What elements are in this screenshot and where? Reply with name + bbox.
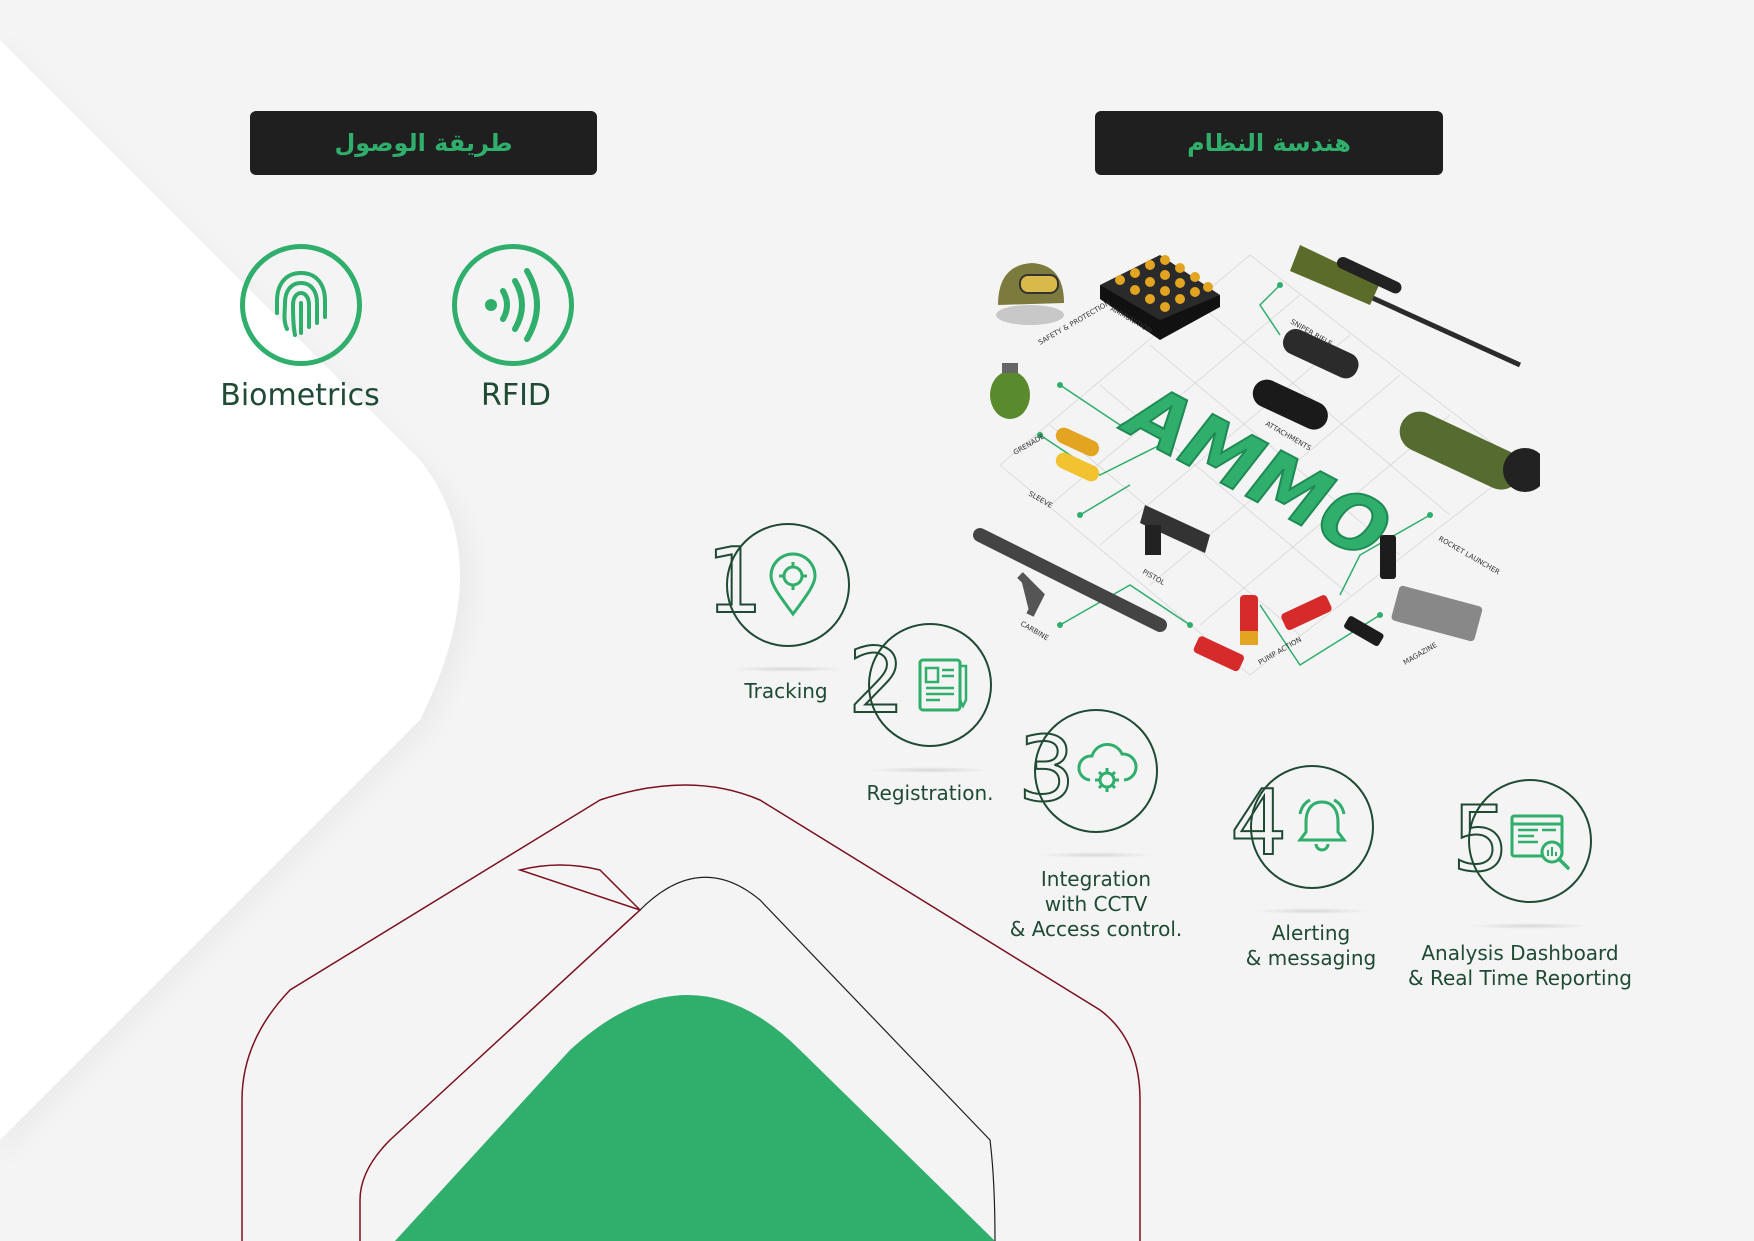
biometrics-label: Biometrics	[220, 378, 380, 413]
location-pin-icon	[769, 552, 817, 617]
label-pump-action: PUMP ACTION	[1257, 636, 1303, 667]
connector-dots	[1037, 282, 1433, 628]
label-grenade: GRENADE	[1012, 433, 1046, 457]
step-1-label: Tracking	[744, 679, 828, 703]
header-system-architecture-text: هندسة النظام	[1187, 129, 1351, 157]
rfid-badge	[452, 244, 574, 366]
step-4-shadow	[1252, 908, 1372, 914]
label-pistol: PISTOL	[1141, 568, 1166, 587]
grenade-item	[990, 363, 1030, 419]
step-4-number: 4	[1229, 771, 1288, 876]
step-4-label-line-2: & messaging	[1245, 946, 1377, 970]
inner-arch-outline-right	[639, 876, 996, 1241]
step-3-number: 3	[1017, 717, 1076, 822]
fingerprint-icon	[275, 271, 327, 337]
step-3-label: Integration with CCTV & Access control.	[996, 867, 1196, 942]
ammo-architecture-diagram: AMMO AMMUNITION SNIPER RIFLE SAFETY & PR…	[973, 245, 1540, 676]
step-3-label-line-3: & Access control.	[1009, 917, 1183, 941]
step-4-label: Alerting & messaging	[1221, 921, 1401, 971]
green-arch-shape	[395, 995, 995, 1241]
step-5-label-line-2: & Real Time Reporting	[1408, 966, 1632, 990]
registration-form-icon	[918, 658, 968, 712]
inner-arch-outline	[359, 864, 642, 1241]
pump-action-item	[1193, 595, 1332, 672]
dashboard-search-icon	[1510, 814, 1570, 870]
step-1-shadow	[728, 666, 848, 672]
header-access-method-text: طريقة الوصول	[334, 129, 513, 157]
label-carbine: CARBINE	[1019, 620, 1050, 642]
step-3-label-line-2: with CCTV	[1044, 892, 1148, 916]
carbine-item	[973, 528, 1167, 632]
step-4-circle	[1250, 765, 1374, 889]
rfid-label: RFID	[480, 378, 552, 413]
header-system-architecture: هندسة النظام	[1095, 111, 1443, 175]
label-rocket-launcher: ROCKET LAUNCHER	[1437, 535, 1501, 577]
label-magazine: MAGAZINE	[1402, 641, 1438, 667]
step-2-number: 2	[847, 629, 906, 734]
sniper-rifle-item	[1290, 245, 1522, 368]
rfid-icon	[485, 268, 540, 342]
biometrics-badge	[240, 244, 362, 366]
magazine-item	[1344, 535, 1483, 647]
step-1-number: 1	[705, 529, 764, 634]
rocket-launcher-item	[1399, 411, 1540, 492]
label-sleeve: SLEEVE	[1027, 490, 1054, 510]
step-3-label-line-1: Integration	[1040, 867, 1152, 891]
step-2-circle	[868, 623, 992, 747]
ammunition-box-item	[1100, 255, 1220, 340]
step-5-shadow	[1470, 923, 1590, 929]
step-5-label-line-1: Analysis Dashboard	[1421, 941, 1619, 965]
step-2-shadow	[870, 767, 990, 773]
attachments-item	[1252, 328, 1359, 430]
step-3-circle	[1034, 709, 1158, 833]
pistol-item	[1140, 505, 1210, 555]
step-5-label: Analysis Dashboard & Real Time Reporting	[1400, 941, 1640, 991]
bell-icon	[1297, 798, 1347, 852]
helmet-item	[996, 263, 1064, 325]
outer-arch-outline	[241, 784, 1141, 1241]
white-chevron-shape	[0, 40, 460, 1140]
sleeve-item	[1055, 427, 1100, 482]
step-5-number: 5	[1451, 787, 1510, 892]
step-4-label-line-1: Alerting	[1271, 921, 1351, 945]
cloud-gear-icon	[1077, 743, 1138, 792]
step-3-shadow	[1036, 852, 1156, 858]
header-access-method: طريقة الوصول	[250, 111, 597, 175]
step-2-label: Registration.	[866, 781, 994, 805]
